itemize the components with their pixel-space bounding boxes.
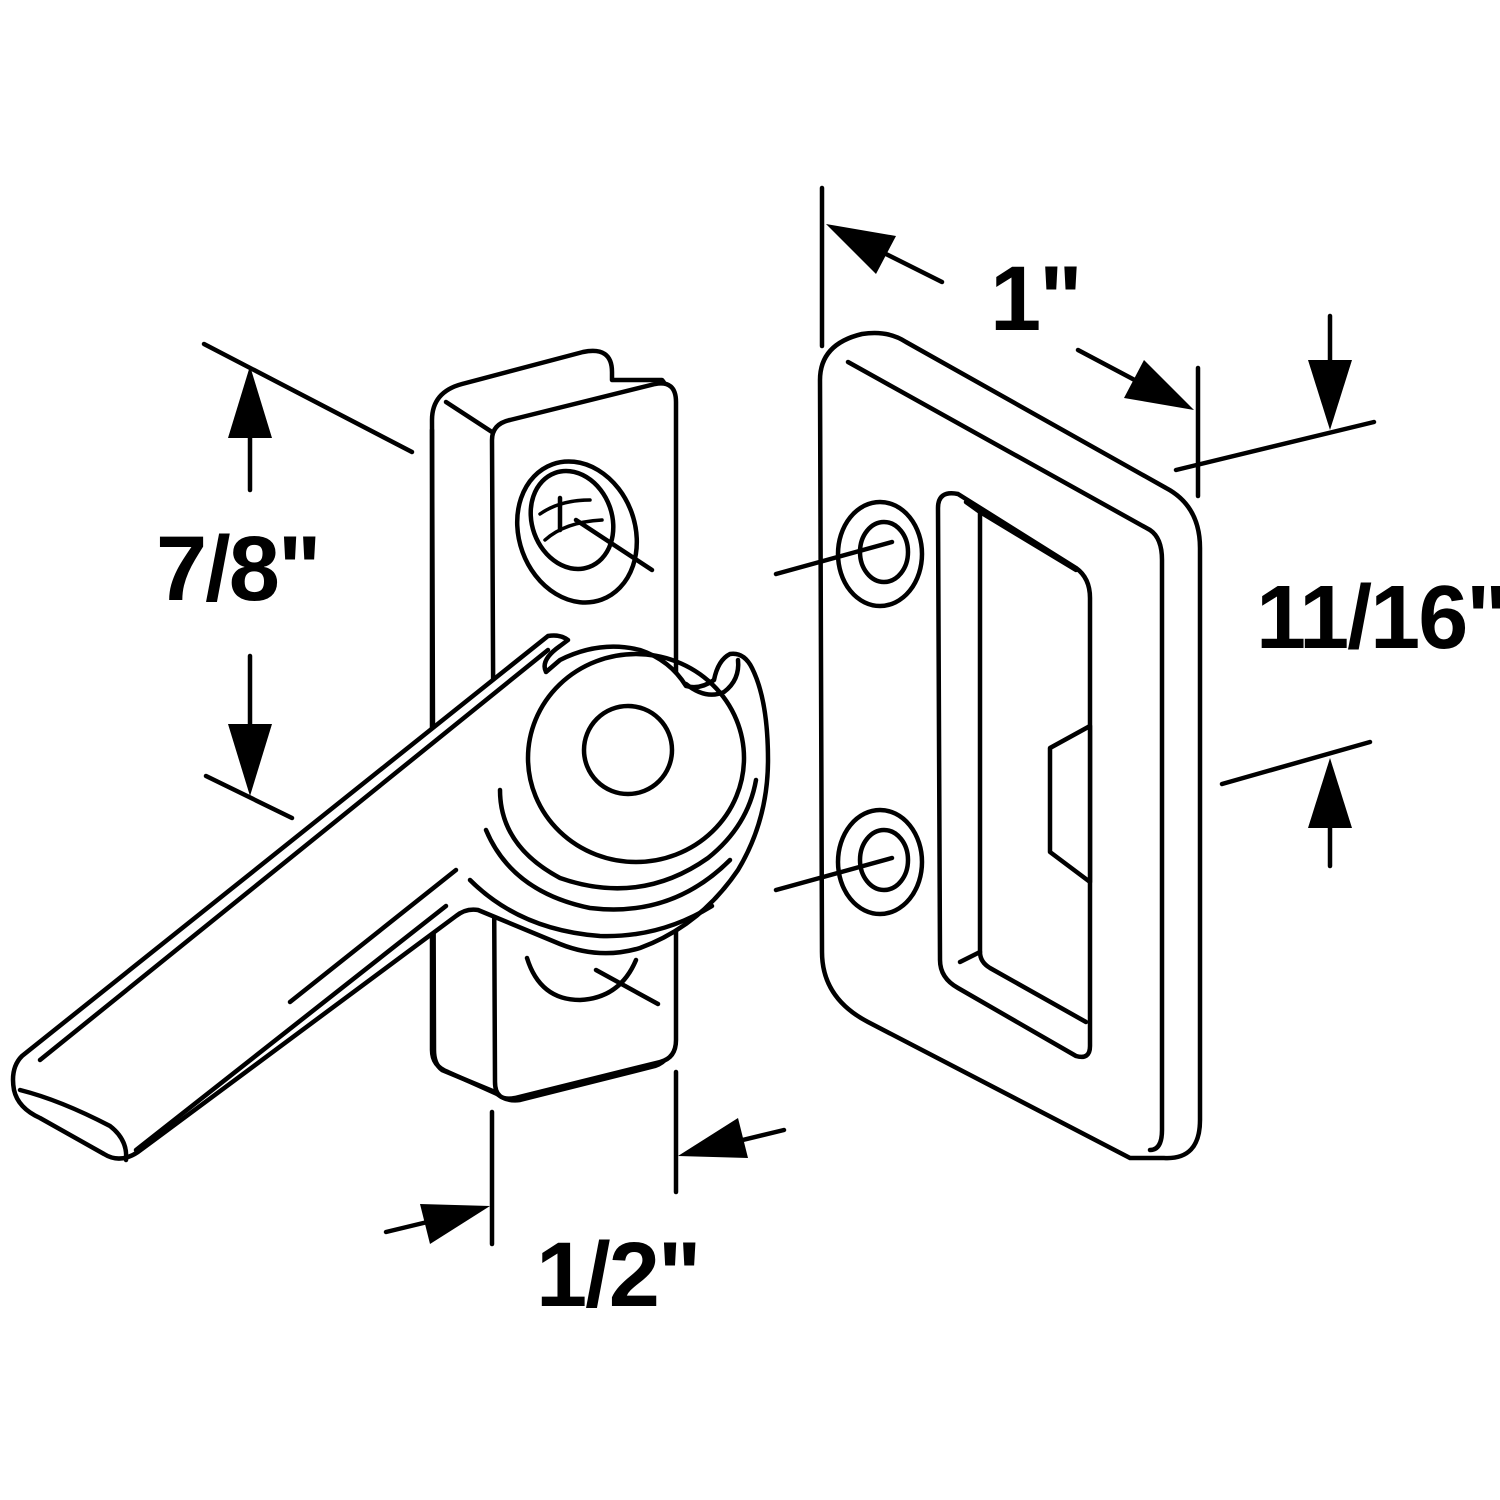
lever-handle xyxy=(10,633,771,1163)
label-keeper-height: 11/16" xyxy=(1256,568,1500,668)
dimension-lock-height xyxy=(201,341,415,821)
label-lock-width: 1/2" xyxy=(536,1224,700,1326)
dimension-keeper-height xyxy=(1173,313,1377,869)
label-lock-height: 7/8" xyxy=(156,518,320,620)
label-keeper-width: 1" xyxy=(990,248,1081,350)
dimension-lock-width xyxy=(383,1069,787,1247)
keeper-plate xyxy=(773,330,1203,1161)
dimension-keeper-width xyxy=(819,185,1201,499)
